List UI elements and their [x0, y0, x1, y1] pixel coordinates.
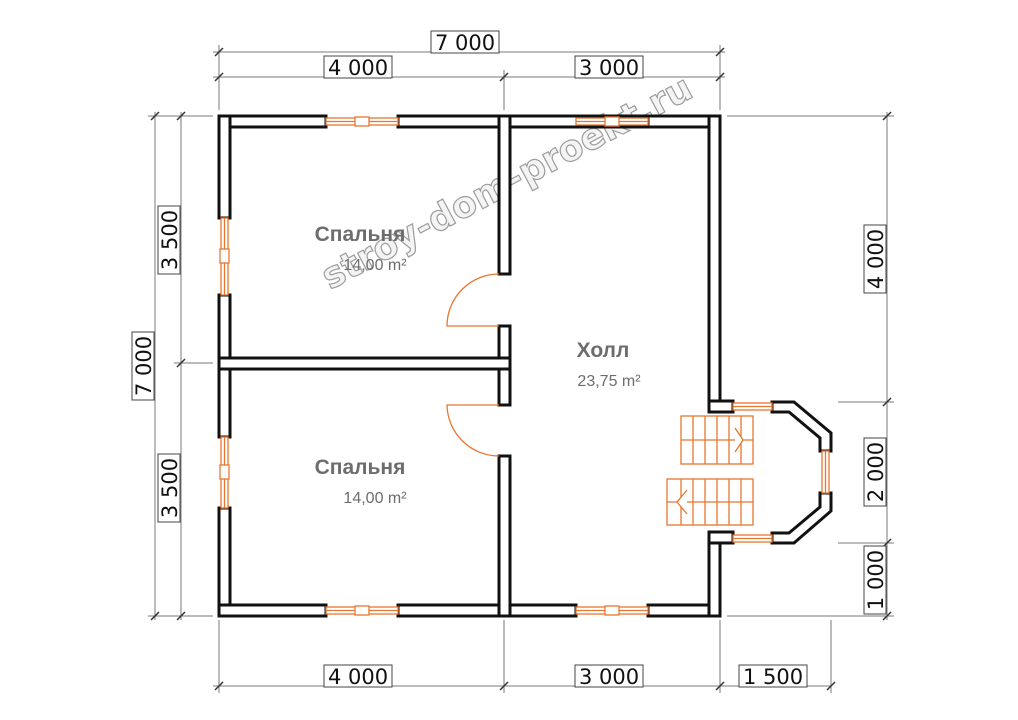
bay-wall-upper	[770, 400, 833, 453]
dim-right-lower: 1 000	[863, 545, 888, 615]
room-name-bedroom-bottom: Спальня	[315, 456, 406, 479]
room-area-hall: 23,75 m²	[577, 373, 641, 390]
bay-wall-lower	[770, 491, 833, 545]
dim-top-overall: 7 000	[430, 30, 500, 55]
wall-bottom-middle	[396, 603, 578, 618]
room-area-bedroom-bottom: 14,00 m²	[343, 490, 407, 507]
wall-top-left	[217, 114, 328, 129]
stair-flight-upper	[680, 415, 754, 465]
window-bottom-right	[575, 605, 649, 616]
stairs	[666, 415, 754, 526]
wall-left-lower	[217, 506, 232, 618]
window-bottom-left	[325, 605, 399, 616]
window-left-lower	[219, 436, 230, 509]
dim-left-overall: 7 000	[131, 331, 156, 401]
wall-right-upper-return	[707, 399, 735, 414]
wall-bottom-left	[217, 603, 328, 618]
dim-left-upper-label: 3 500	[158, 210, 182, 270]
dim-bottom-right-label: 1 500	[743, 665, 803, 689]
room-area-bedroom-top: 14,00 m²	[343, 257, 407, 274]
dim-top-right-label: 3 000	[579, 56, 639, 80]
dim-bottom-middle: 3 000	[574, 664, 644, 689]
window-top-left	[325, 116, 399, 127]
dim-bottom-left-label: 4 000	[328, 665, 388, 689]
dim-top-left-label: 4 000	[328, 56, 388, 80]
window-left-upper	[219, 217, 230, 296]
doors	[446, 273, 500, 457]
dim-right-lower-label: 1 000	[864, 550, 888, 610]
dim-right-upper-label: 4 000	[864, 229, 888, 289]
dim-top-left: 4 000	[323, 55, 393, 80]
dim-right-upper: 4 000	[863, 224, 888, 294]
wall-left-upper	[217, 114, 232, 220]
partition-vertical-bottom	[497, 454, 512, 618]
wall-right-lower-return	[707, 530, 735, 545]
dim-right-middle: 2 000	[863, 437, 888, 507]
door-bedroom-top	[446, 273, 500, 327]
dim-left-overall-label: 7 000	[132, 336, 156, 396]
dim-left-lower-label: 3 500	[158, 458, 182, 518]
dim-left-upper: 3 500	[157, 205, 182, 275]
partition-horizontal	[217, 356, 512, 371]
windows	[219, 116, 830, 616]
dim-top-overall-label: 7 000	[435, 31, 495, 55]
dim-left-lower: 3 500	[157, 453, 182, 523]
window-bay-side	[821, 450, 830, 494]
dim-bottom-left: 4 000	[323, 664, 393, 689]
window-bay-bottom	[732, 534, 773, 543]
wall-right-lower	[707, 530, 722, 618]
room-name-hall: Холл	[577, 339, 630, 362]
dim-bottom-right: 1 500	[738, 664, 808, 689]
wall-right-upper	[707, 114, 722, 414]
dim-bottom-middle-label: 3 000	[579, 665, 639, 689]
room-name-bedroom-top: Спальня	[315, 223, 406, 246]
dimension-labels: 7 000 4 000 3 000 4 000 3 000 1 500 7 00…	[131, 30, 888, 689]
dim-top-right: 3 000	[574, 55, 644, 80]
window-top-right	[575, 116, 649, 127]
stair-flight-lower	[666, 478, 754, 526]
dim-right-middle-label: 2 000	[864, 442, 888, 502]
door-bedroom-bottom	[446, 404, 500, 457]
dimension-ticks	[150, 47, 892, 691]
partition-vertical-top	[497, 114, 512, 276]
room-labels: Спальня 14,00 m² Спальня 14,00 m² Холл 2…	[315, 223, 642, 507]
window-bay-top	[732, 402, 773, 411]
